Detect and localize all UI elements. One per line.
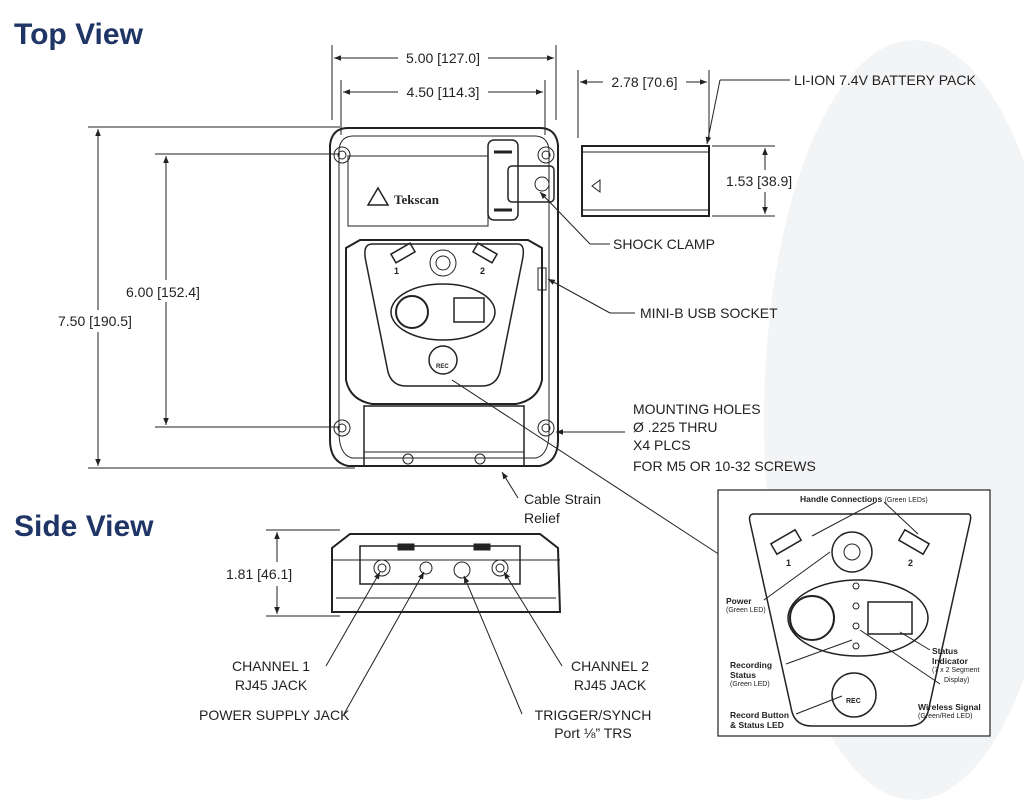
mini-usb-socket [537,267,547,291]
dim-inner-width [340,80,546,135]
tekscan-logo-plate [366,186,390,206]
mounting-holes-count: X4 PLCS [633,437,691,453]
dim-inner-width-label: 4.50 [114.3] [406,84,480,100]
leader-inset [451,379,721,556]
control-panel [345,239,543,405]
mounting-holes [333,146,555,437]
inset-handle-connections-label: Handle Connections (Green LEDs) [800,494,928,506]
side-view-title: Side View [14,510,154,543]
inset-status-sub: (7 x 2 Segment [932,667,980,674]
leader-usb [547,278,635,314]
inset-wireless-title: Wireless Signal [918,702,981,712]
inset-rec-label: REC [846,698,861,705]
inset-recording-title: Recording [730,660,773,670]
leader-battery [705,79,790,145]
inset-power-label: Power(Green LED) [726,596,766,616]
inset-recording-sub: (Green LED) [730,681,770,688]
power-supply-jack-label: POWER SUPPLY JACK [199,707,350,723]
inset-record-button-label: Record Button& Status LED [730,710,789,730]
dim-overall-height [88,126,355,469]
leader-strain-relief [501,471,519,499]
channel-1-label: CHANNEL 1 [231,658,311,674]
dim-side-height [266,529,340,617]
inset-port-2-label: 2 [908,558,913,568]
strain-relief-label-2: Relief [524,510,560,526]
inset-wireless-sub: (Green/Red LED) [918,713,973,720]
inset-recording-title-2: Status [730,670,756,680]
inset-handle-title: Handle Connections [800,494,883,504]
inset-status-title: Status [932,646,958,656]
inset-port-1-label: 1 [786,558,791,568]
inset-record-button-title-2: & Status LED [730,720,784,730]
dim-hole-spacing [155,153,340,428]
dim-hole-spacing-label: 6.00 [152.4] [126,284,200,300]
usb-socket-label: MINI-B USB SOCKET [640,305,778,321]
dim-overall-width-label: 5.00 [127.0] [406,50,480,66]
shock-clamp-label: SHOCK CLAMP [613,236,715,252]
trigger-synch-label: TRIGGER/SYNCH [534,707,652,723]
strain-relief-label-1: Cable Strain [524,491,602,507]
inset-power-sub: (Green LED) [726,607,766,614]
device-rec-label: REC [436,364,449,370]
inset-wireless-label: Wireless Signal(Green/Red LED) [918,702,981,722]
channel-2-jack: RJ45 JACK [573,677,647,693]
inset-handle-sub: (Green LEDs) [884,497,928,504]
channel-1-jack: RJ45 JACK [234,677,308,693]
dim-overall-width [331,45,557,120]
device-port-2-label: 2 [480,266,485,276]
inset-frame [717,489,991,737]
top-view-title: Top View [14,18,143,51]
device-side-body [331,533,562,613]
technical-drawing: Tekscan 1 2 REC 1 2 REC [88,45,991,737]
mounting-holes-label: MOUNTING HOLES [633,401,761,417]
device-port-1-label: 1 [394,266,399,276]
battery-pack-label: LI-ION 7.4V BATTERY PACK [794,72,976,88]
shock-clamp [487,139,555,221]
inset-power-title: Power [726,596,752,606]
dim-side-height-label: 1.81 [46.1] [226,566,293,582]
mounting-holes-screws: FOR M5 OR 10-32 SCREWS [633,458,816,474]
inset-status-sub-2: Display) [944,677,970,684]
battery-pack [581,145,710,217]
channel-2-label: CHANNEL 2 [570,658,650,674]
dim-battery-height [712,145,775,217]
dim-overall-height-label: 7.50 [190.5] [58,313,132,329]
device-brand-logo: Tekscan [394,192,440,207]
leaders-side [325,571,563,715]
dim-battery-height-label: 1.53 [38.9] [726,173,793,189]
inset-status-title-2: Indicator [932,656,968,666]
mounting-holes-diameter: Ø .225 THRU [633,419,718,435]
device-top-body [329,127,559,467]
dim-battery-width-label: 2.78 [70.6] [611,74,678,90]
inset-record-button-title: Record Button [730,710,790,720]
leader-shock-clamp [539,191,610,245]
trigger-port-label: Port ⅛” TRS [554,725,632,741]
dim-battery-width [577,70,710,138]
